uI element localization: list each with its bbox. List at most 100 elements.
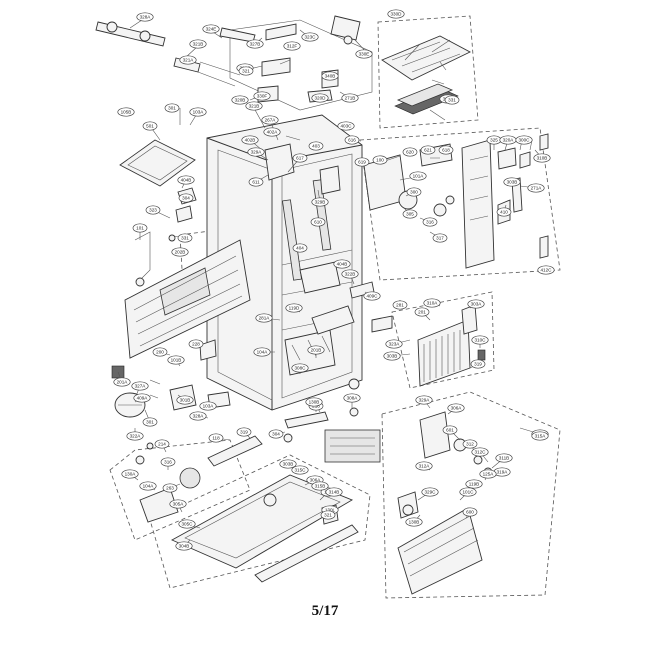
part-callout: 303A: [467, 299, 485, 309]
part-callout: 306A: [447, 403, 465, 413]
part-callout: 403C: [337, 121, 355, 131]
callout-label: 200: [156, 350, 164, 355]
callout-label: 404: [296, 246, 304, 251]
callout-bubble: [291, 465, 309, 475]
part-callout: 321A: [179, 55, 197, 65]
part-callout: 304: [178, 193, 194, 203]
callout-label: 306A: [451, 406, 463, 411]
upper-cover-assembly: [381, 35, 471, 115]
part-callout: 301: [164, 103, 180, 113]
callout-label: 329C: [425, 490, 437, 495]
callout-label: 314B: [329, 490, 340, 495]
callout-label: 119D: [289, 306, 300, 311]
callout-bubble: [471, 447, 489, 457]
part-callout: 319: [470, 359, 486, 369]
callout-label: 321B: [193, 42, 204, 47]
part-callout: 105B: [117, 107, 135, 117]
callout-label: 402A: [267, 130, 279, 135]
part-callout: 321: [320, 510, 336, 520]
callout-label: 201: [418, 310, 426, 315]
callout-label: 501: [146, 124, 154, 129]
callout-label: 322B: [345, 272, 356, 277]
part-callout: 321B: [245, 101, 263, 111]
callout-label: 303B: [283, 462, 294, 467]
callout-label: 125A: [483, 472, 495, 477]
part-callout: 315B: [311, 481, 329, 491]
callout-bubble: [292, 153, 308, 163]
part-callout: 301: [142, 417, 158, 427]
part-callout: 610: [310, 217, 326, 227]
callout-bubble: [459, 487, 477, 497]
callout-bubble: [113, 377, 131, 387]
callout-bubble: [177, 233, 193, 243]
callout-label: 130L: [325, 508, 336, 513]
part-callout: 310B: [533, 153, 551, 163]
callout-bubble: [432, 233, 448, 243]
callout-bubble: [145, 205, 161, 215]
frame-top-parts: [229, 19, 373, 111]
callout-bubble: [462, 439, 478, 449]
callout-label: 620: [406, 150, 414, 155]
callout-label: 118: [212, 436, 220, 441]
callout-bubble: [531, 431, 549, 441]
callout-label: 281A: [259, 316, 271, 321]
part-callout: 328A: [189, 411, 207, 421]
callout-label: 308A: [347, 396, 359, 401]
callout-label: 130A: [125, 472, 137, 477]
callout-bubble: [355, 49, 373, 59]
callout-bubble: [308, 141, 324, 151]
callout-bubble: [236, 427, 252, 437]
part-callout: 101C: [459, 487, 477, 497]
part-callout: 315C: [291, 465, 309, 475]
callout-bubble: [121, 469, 139, 479]
callout-bubble: [515, 135, 533, 145]
frame-base-left: [109, 439, 251, 541]
callout-label: 617: [296, 156, 304, 161]
callout-label: 271B: [345, 96, 356, 101]
callout-label: 330E: [359, 52, 370, 57]
part-callout: 600: [462, 507, 478, 517]
callout-bubble: [202, 24, 220, 34]
callout-bubble: [311, 481, 329, 491]
callout-bubble: [167, 355, 185, 365]
callout-label: 301: [146, 420, 154, 425]
callout-bubble: [320, 510, 336, 520]
callout-bubble: [372, 155, 388, 165]
part-callout: 202B: [171, 247, 189, 257]
part-callout: 314B: [325, 487, 343, 497]
part-callout: 322A: [126, 431, 144, 441]
part-callout: 319: [236, 427, 252, 437]
callout-bubble: [142, 121, 158, 131]
callout-bubble: [175, 541, 193, 551]
callout-bubble: [283, 41, 301, 51]
callout-label: 412C: [541, 268, 553, 273]
callout-bubble: [261, 115, 279, 125]
callout-bubble: [402, 147, 418, 157]
callout-label: 618: [442, 148, 450, 153]
part-callout: 403: [308, 141, 324, 151]
part-callout: 329A: [247, 147, 265, 157]
part-callout: 271A: [527, 183, 545, 193]
icemaker-assembly: [363, 133, 549, 269]
callout-label: 323C: [305, 35, 317, 40]
callout-label: 328A: [140, 15, 152, 20]
callout-label: 317: [436, 236, 444, 241]
callout-label: 105B: [121, 110, 132, 115]
part-callout: 619: [354, 157, 370, 167]
callout-bubble: [341, 269, 359, 279]
part-callout: 214: [154, 439, 170, 449]
part-callout: 323A: [385, 339, 403, 349]
callout-label: 303B: [387, 354, 398, 359]
part-callout: 119B: [465, 479, 483, 489]
part-callout: 312A: [415, 461, 433, 471]
part-callout: 412C: [537, 265, 555, 275]
callout-label: 100: [376, 158, 384, 163]
part-callout: 617: [292, 153, 308, 163]
callout-label: 329A: [419, 398, 431, 403]
callout-bubble: [247, 147, 265, 157]
part-callout: 100: [372, 155, 388, 165]
callout-label: 312C: [475, 450, 487, 455]
part-callout: 404B: [333, 259, 351, 269]
callout-bubble: [344, 135, 360, 145]
